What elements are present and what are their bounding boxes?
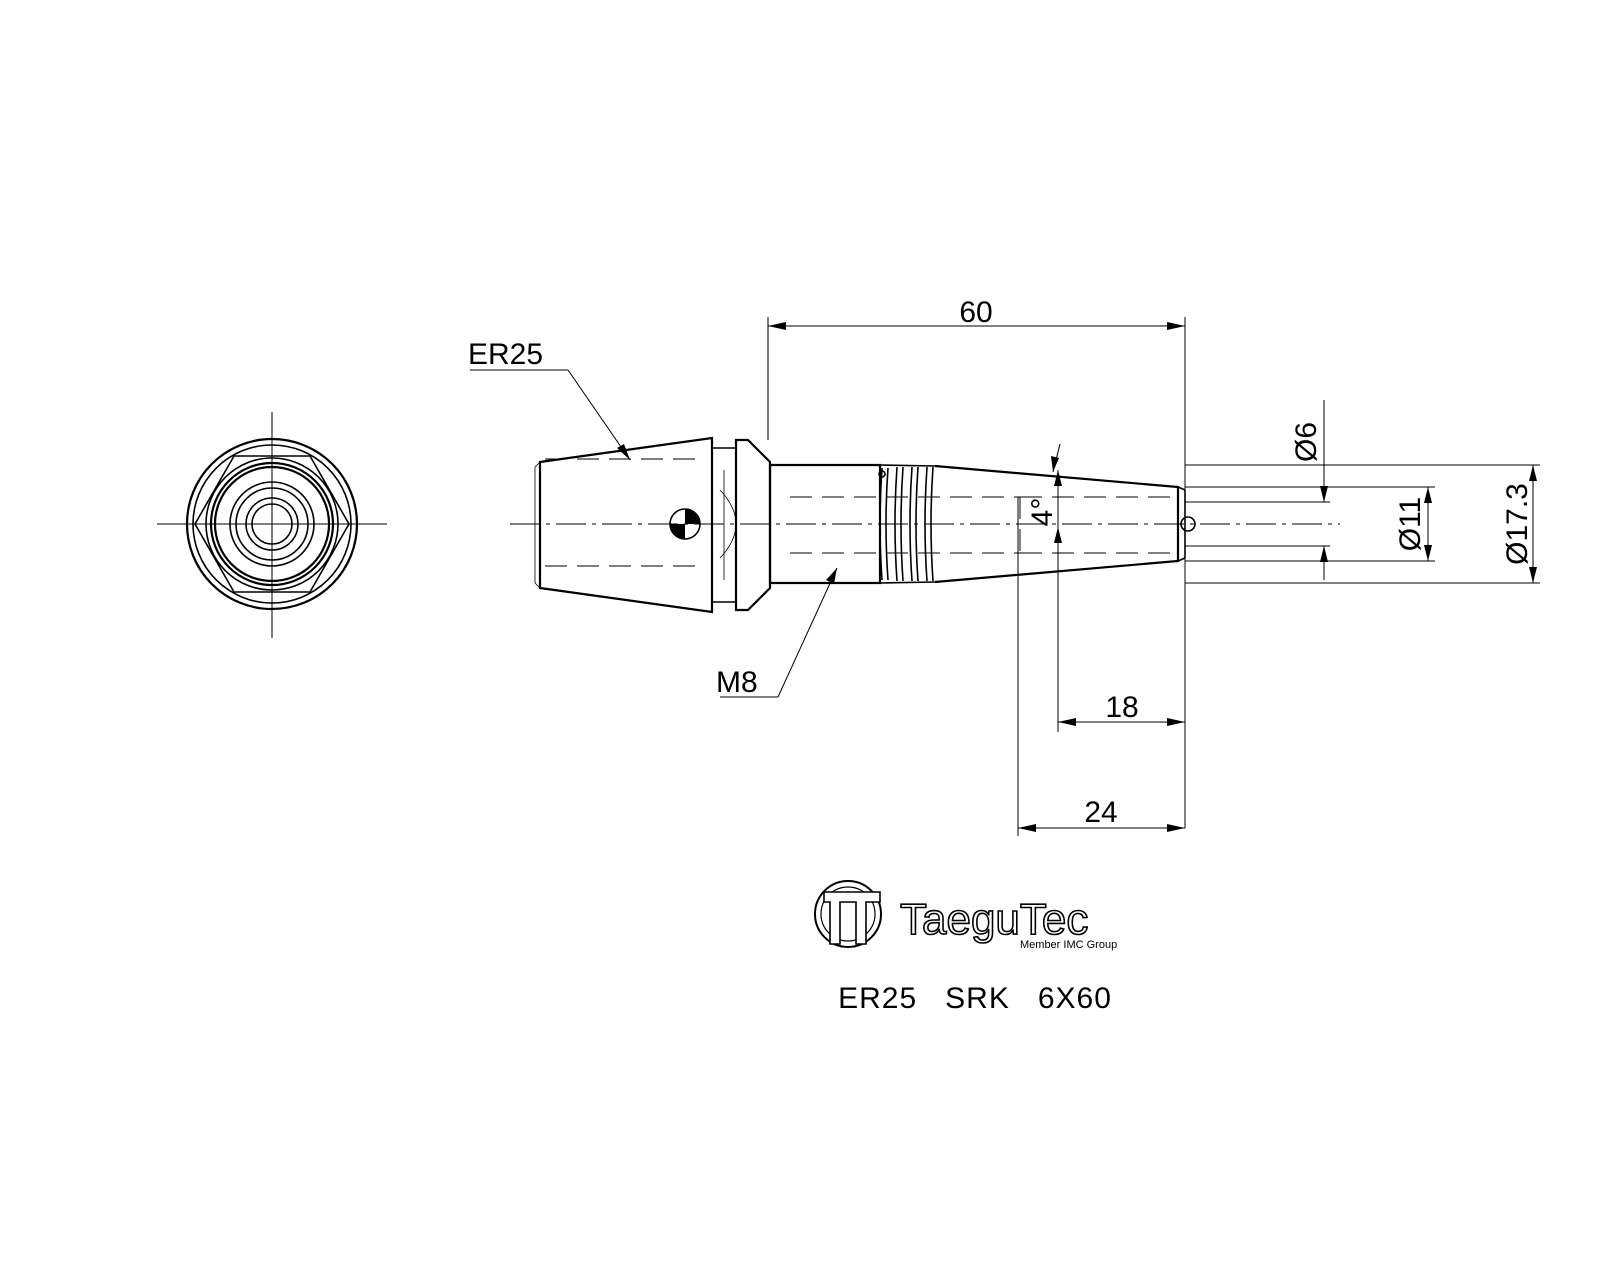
taegutec-logo: TaeguTec Member IMC Group	[814, 880, 1117, 951]
logo-brand: TaeguTec	[900, 895, 1088, 944]
dim-dia-17-3: Ø17.3	[1501, 483, 1534, 565]
label-m8: M8	[716, 666, 758, 699]
leader-er25: ER25	[468, 338, 631, 461]
dim-overall-length: 60	[959, 296, 992, 329]
dim-length-24: 24	[1084, 796, 1117, 829]
dim-dia-6: Ø6	[1290, 422, 1323, 462]
hidden-lines	[545, 458, 1170, 567]
flange	[734, 438, 772, 612]
part-number: ER25 SRK 6X60	[838, 982, 1112, 1015]
dimensions: 60 18 24 Ø6 Ø11 Ø17.3	[767, 296, 1540, 836]
side-view	[510, 436, 1340, 614]
dim-dia-11: Ø11	[1394, 497, 1427, 551]
dim-length-18: 18	[1105, 691, 1138, 724]
collet-cone	[538, 436, 714, 614]
dim-angle: 4°	[1026, 498, 1059, 527]
label-er25: ER25	[468, 338, 543, 371]
center-mark-symbol	[669, 508, 701, 540]
leader-m8: M8	[716, 567, 838, 699]
end-view	[157, 412, 387, 638]
threaded-section	[878, 464, 936, 584]
logo-tagline: Member IMC Group	[1020, 939, 1117, 951]
